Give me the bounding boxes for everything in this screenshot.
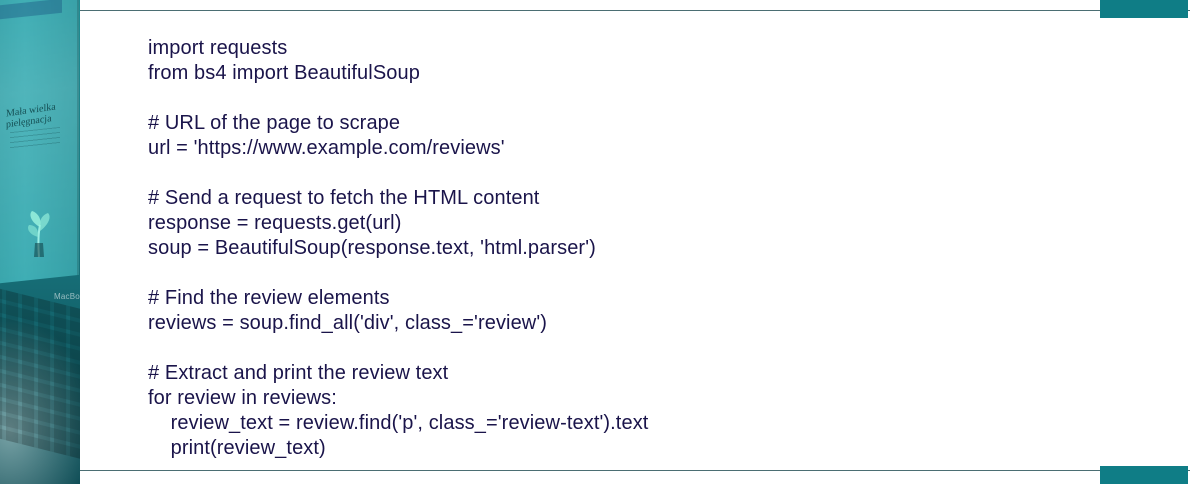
code-line: for review in reviews: xyxy=(148,387,337,409)
screen-headline: Mała wielka pielęgnacja xyxy=(6,101,56,130)
screen-text-lines xyxy=(10,126,60,151)
code-line xyxy=(148,86,1128,111)
decorative-laptop-photo: Mała wielka pielęgnacja MacBoo xyxy=(0,0,80,484)
code-line: soup = BeautifulSoup(response.text, 'htm… xyxy=(148,237,596,259)
code-line: # Find the review elements xyxy=(148,287,390,309)
code-line: url = 'https://www.example.com/reviews' xyxy=(148,137,505,159)
bottom-rule xyxy=(80,470,1190,471)
code-line: from bs4 import BeautifulSoup xyxy=(148,62,420,84)
top-accent-tab xyxy=(1100,0,1188,18)
plant-icon xyxy=(28,211,50,258)
code-line xyxy=(148,336,1128,361)
code-line xyxy=(148,261,1128,286)
code-line: # Send a request to fetch the HTML conte… xyxy=(148,187,540,209)
bottom-accent-tab xyxy=(1100,466,1188,484)
python-code-block: import requests from bs4 import Beautifu… xyxy=(148,36,1128,461)
code-line xyxy=(148,161,1128,186)
code-line: import requests xyxy=(148,37,288,59)
code-line: # Extract and print the review text xyxy=(148,362,449,384)
code-line: # URL of the page to scrape xyxy=(148,112,401,134)
code-line: response = requests.get(url) xyxy=(148,212,402,234)
code-line: reviews = soup.find_all('div', class_='r… xyxy=(148,312,548,334)
top-rule xyxy=(80,10,1190,11)
code-line: review_text = review.find('p', class_='r… xyxy=(148,412,649,434)
keyboard-texture xyxy=(0,286,80,464)
laptop-brand: MacBoo xyxy=(54,292,80,301)
screen-header-bar xyxy=(0,0,62,21)
code-line: print(review_text) xyxy=(148,437,326,459)
